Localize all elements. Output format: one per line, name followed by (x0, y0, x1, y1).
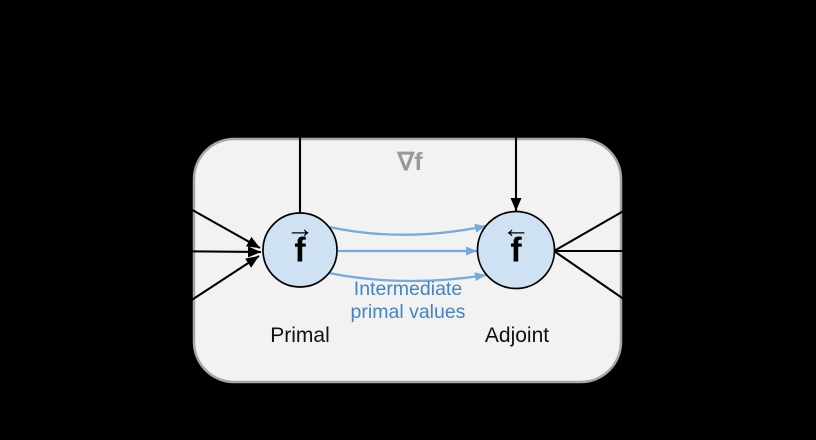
primal-input-arrow-3 (154, 255, 260, 325)
adjoint-label: Adjoint (484, 324, 550, 347)
adjoint-f-symbol: f (510, 231, 522, 270)
primal-label: Primal (270, 324, 330, 347)
black-connectors (154, 0, 661, 325)
primal-node-symbol: → f (286, 214, 314, 270)
intermediate-values-label: Intermediate primal values (351, 278, 466, 324)
intermediate-label-line2: primal values (350, 301, 466, 323)
adjoint-node-symbol: ← f (502, 214, 530, 270)
primal-f-symbol: f (294, 231, 306, 270)
primal-input-arrow-2 (154, 246, 262, 258)
intermediate-label-line1: Intermediate (353, 278, 463, 300)
flow-arrow-top (328, 223, 487, 236)
primal-input-arrow-1 (154, 188, 261, 249)
intermediate-flow-arrows (328, 223, 487, 283)
flow-arrow-bottom (328, 271, 487, 283)
gradient-label: ∇f (397, 148, 423, 176)
adjoint-output-line-3 (553, 250, 661, 325)
adjoint-output-line-1 (553, 189, 661, 252)
